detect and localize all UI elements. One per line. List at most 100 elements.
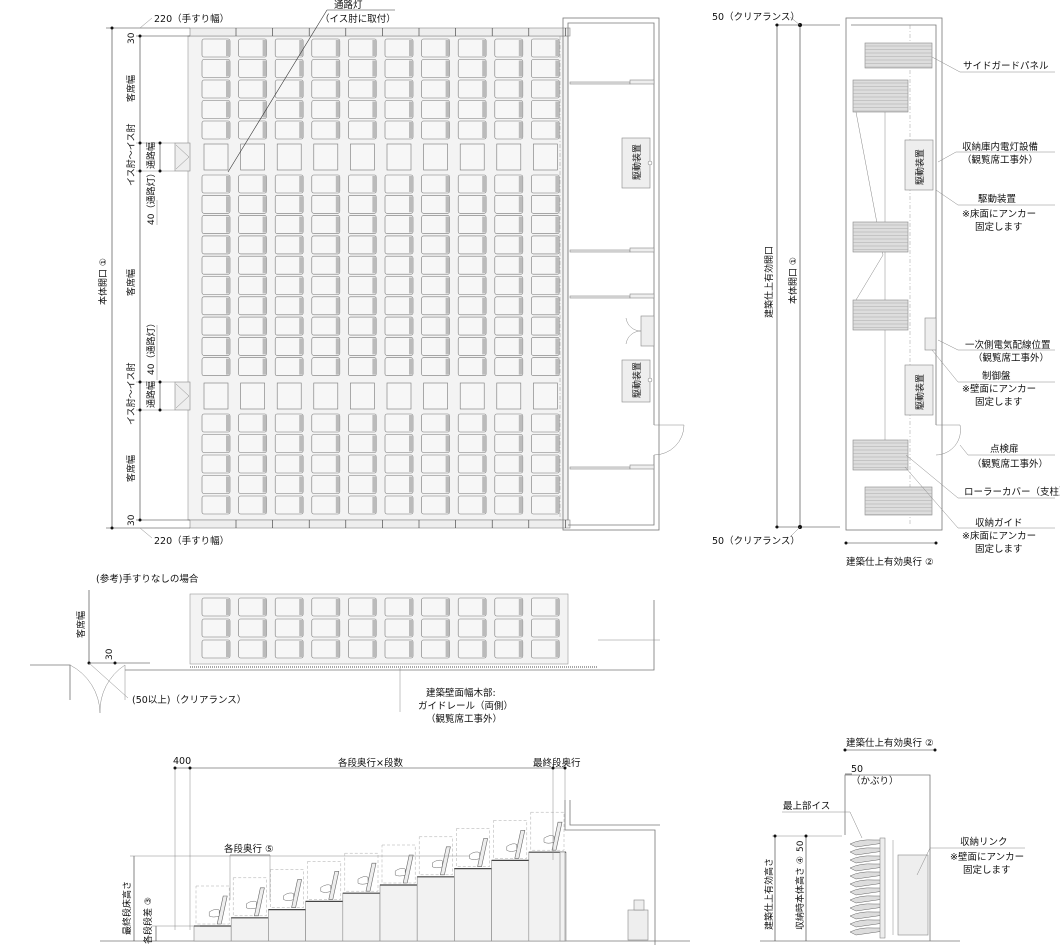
seat <box>348 454 377 474</box>
svg-text:固定します: 固定します <box>975 221 1023 233</box>
seat <box>457 174 487 194</box>
storage-effective-depth: 建築仕上有効奥行 ② <box>846 556 934 568</box>
connector-bar <box>569 464 655 470</box>
seat <box>348 337 377 356</box>
svg-text:固定します: 固定します <box>975 396 1023 408</box>
seat-cushion <box>394 868 406 877</box>
seat <box>421 357 450 377</box>
seat <box>274 100 304 119</box>
seat <box>238 195 267 214</box>
seat <box>457 639 487 659</box>
seat <box>311 618 341 638</box>
seat <box>238 296 267 316</box>
step-height-label: 各段段差 ③ <box>142 897 154 944</box>
clearance-bottom-label: 50（クリアランス） <box>712 535 800 547</box>
seat <box>457 296 487 316</box>
aisle-seat-folded <box>203 143 229 171</box>
handrail-top <box>189 27 571 37</box>
aisle-step-upper <box>174 142 191 172</box>
seat-back <box>291 879 302 908</box>
svg-text:（観覧席工事外）: （観覧席工事外） <box>962 154 1038 166</box>
seat <box>311 174 341 194</box>
seat <box>274 120 304 140</box>
seat <box>384 316 414 336</box>
seat <box>201 79 231 99</box>
dim-400-label: 400 <box>173 756 191 767</box>
drive-unit-upper: 駆動装置 <box>621 137 653 189</box>
seat <box>238 255 267 275</box>
stored-seat <box>849 863 885 872</box>
seat <box>531 337 560 356</box>
aisle-seat-folded <box>496 382 522 410</box>
seat <box>274 454 304 474</box>
aisle-seat-folded <box>276 382 302 410</box>
seat <box>457 79 487 99</box>
stored-seat-stack <box>852 221 909 253</box>
seat <box>494 120 524 140</box>
seat <box>531 413 560 433</box>
seat <box>201 357 231 377</box>
seat <box>274 174 304 194</box>
seat <box>531 79 560 99</box>
seat <box>238 597 267 617</box>
seat <box>384 174 414 194</box>
seat <box>384 195 414 214</box>
seat <box>311 79 341 99</box>
ss-effective-depth: 建築仕上有効奥行 ② <box>846 737 934 749</box>
seat <box>311 316 341 336</box>
seat-width-label-2: 客席幅 <box>125 269 137 296</box>
seat <box>238 475 267 494</box>
seat <box>274 639 304 659</box>
ref-clearance-label: (50以上)（クリアランス） <box>132 694 246 706</box>
seat <box>238 316 267 336</box>
seat <box>348 296 377 316</box>
seat <box>311 38 341 58</box>
storage-post <box>879 837 886 939</box>
seat <box>274 357 304 377</box>
seat <box>348 79 377 99</box>
seat <box>421 475 450 494</box>
seat <box>531 618 560 638</box>
seat <box>348 597 377 617</box>
ss-link-note-2: 固定します <box>963 864 1011 876</box>
light-40-label-1: 40（通路灯） <box>145 169 157 225</box>
seat <box>238 174 267 194</box>
seat <box>201 276 231 295</box>
seat <box>531 434 560 453</box>
svg-text:駆動装置: 駆動装置 <box>631 362 643 398</box>
seat <box>238 434 267 453</box>
aisle-seat-folded <box>496 143 522 171</box>
seat <box>531 495 560 515</box>
ss-link-note-1: ※壁面にアンカー <box>950 851 1024 863</box>
seat <box>311 276 341 295</box>
seat-cushion <box>357 876 369 885</box>
seat <box>238 38 267 58</box>
seat <box>348 255 377 275</box>
seat <box>238 618 267 638</box>
effective-opening-label: 建築仕上有効開口 <box>763 246 775 318</box>
seat-width-label-1: 客席幅 <box>125 75 137 102</box>
seat <box>457 38 487 58</box>
seat <box>384 100 414 119</box>
seat <box>274 235 304 255</box>
ref-seat-width-label: 客席幅 <box>75 611 87 638</box>
main-plan: 220（手すり幅） 220（手すり幅） 30 30 客席幅 客席幅 客席幅 イス… <box>97 0 685 547</box>
seat <box>421 276 450 295</box>
seat <box>531 475 560 494</box>
seat <box>238 59 267 78</box>
guide-rail-line-2: ガイドレール（両側） <box>418 700 513 712</box>
storage-drive-upper: 駆動装置 <box>904 139 934 191</box>
stored-seat-stack <box>852 79 909 113</box>
svg-text:※壁面にアンカー: ※壁面にアンカー <box>962 383 1036 395</box>
seat-back <box>328 871 340 900</box>
seat <box>421 38 450 58</box>
seat <box>457 235 487 255</box>
seat <box>348 215 377 234</box>
seat <box>201 59 231 78</box>
seat <box>274 618 304 638</box>
seat-envelope <box>232 877 267 917</box>
seat <box>384 79 414 99</box>
stored-seat <box>849 855 885 864</box>
seat-back <box>216 895 228 925</box>
aisle-seat-folded <box>459 143 485 171</box>
